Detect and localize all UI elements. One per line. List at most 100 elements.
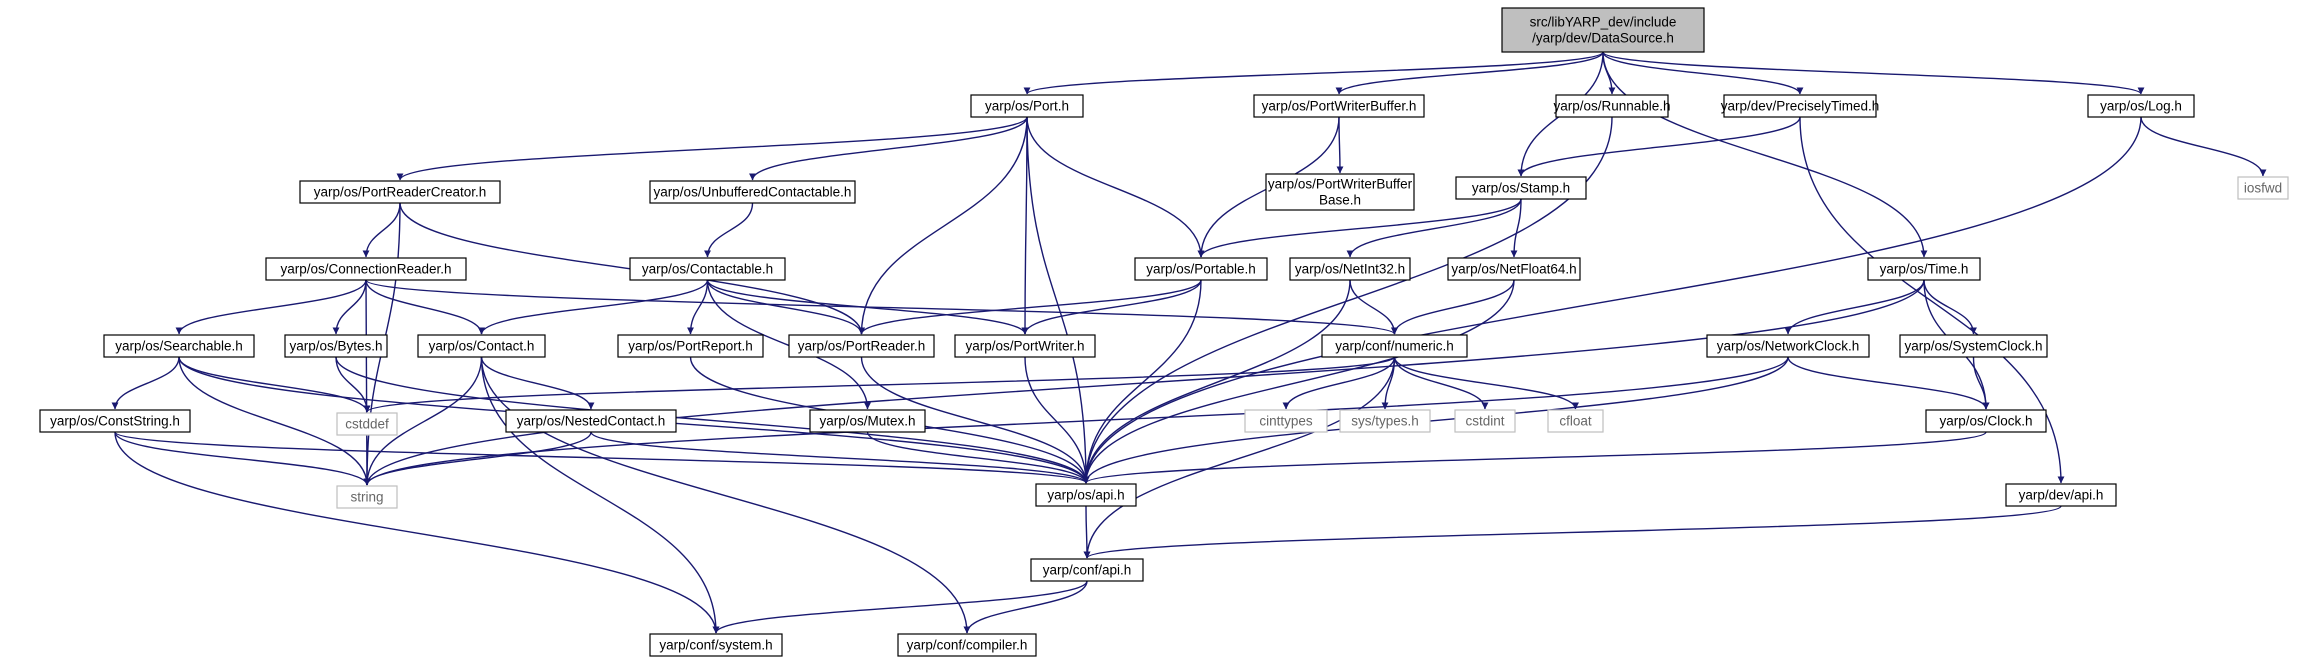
node-box-netint — [1289, 257, 1411, 281]
node-time[interactable]: yarp/os/Time.h — [1867, 257, 1981, 281]
node-box-pwb — [1253, 94, 1425, 118]
node-bytes[interactable]: yarp/os/Bytes.h — [284, 334, 388, 358]
node-label-runnable-0: yarp/os/Runnable.h — [1553, 99, 1670, 114]
edge-conststring-to-system — [114, 431, 720, 634]
node-box-portwriter — [954, 334, 1096, 358]
node-box-time — [1867, 257, 1981, 281]
edge-netclock-to-clock — [1787, 356, 1990, 410]
node-contact[interactable]: yarp/os/Contact.h — [417, 334, 546, 358]
edge-searchable-to-conststring — [111, 356, 180, 410]
node-portreader[interactable]: yarp/os/PortReader.h — [788, 334, 935, 358]
node-label-pwbb-1: Base.h — [1319, 193, 1361, 208]
edge-numeric-to-confapi — [1083, 356, 1396, 559]
edge-contactable-to-contact — [478, 279, 709, 335]
node-label-portreport-0: yarp/os/PortReport.h — [628, 339, 753, 354]
edge-port-to-prc — [396, 116, 1028, 181]
node-numeric[interactable]: yarp/conf/numeric.h — [1321, 334, 1468, 358]
edge-osapi-to-confapi — [1083, 505, 1091, 559]
node-label-netfloat-0: yarp/os/NetFloat64.h — [1451, 262, 1576, 277]
node-clock[interactable]: yarp/os/Clock.h — [1925, 409, 2047, 433]
node-root[interactable]: src/libYARP_dev/include/yarp/dev/DataSou… — [1501, 7, 1705, 53]
node-cr[interactable]: yarp/os/ConnectionReader.h — [265, 257, 467, 281]
edge-root-to-port — [1023, 51, 1604, 95]
node-netint[interactable]: yarp/os/NetInt32.h — [1289, 257, 1411, 281]
edge-contactable-to-mutex — [706, 279, 871, 410]
node-box-ptimed — [1723, 94, 1877, 118]
node-portwriter[interactable]: yarp/os/PortWriter.h — [954, 334, 1096, 358]
edge-numeric-to-cinttypes — [1282, 356, 1396, 410]
edge-searchable-to-cstddef — [178, 356, 371, 413]
node-sysclock[interactable]: yarp/os/SystemClock.h — [1899, 334, 2048, 358]
node-label-portable-0: yarp/os/Portable.h — [1146, 262, 1256, 277]
edge-port-to-portwriter — [1021, 116, 1029, 335]
edge-time-to-string — [363, 279, 1925, 486]
edge-pwb-to-pwbb — [1336, 116, 1344, 174]
node-system[interactable]: yarp/conf/system.h — [649, 633, 783, 657]
node-devapi[interactable]: yarp/dev/api.h — [2005, 483, 2117, 507]
node-portreport[interactable]: yarp/os/PortReport.h — [617, 334, 764, 358]
node-label-netint-0: yarp/os/NetInt32.h — [1295, 262, 1405, 277]
node-label-system-0: yarp/conf/system.h — [659, 638, 772, 653]
node-osapi[interactable]: yarp/os/api.h — [1035, 483, 1137, 507]
edge-netclock-to-osapi — [1082, 356, 1789, 484]
node-conststring[interactable]: yarp/os/ConstString.h — [39, 409, 191, 433]
node-box-clock — [1925, 409, 2047, 433]
edge-netfloat-to-numeric — [1391, 279, 1515, 335]
node-ptimed[interactable]: yarp/dev/PreciselyTimed.h — [1721, 94, 1880, 118]
node-box-system — [649, 633, 783, 657]
edge-numeric-to-cstddef — [363, 356, 1396, 413]
edge-root-to-pwb — [1335, 51, 1604, 95]
edge-port-to-uc — [749, 116, 1028, 181]
node-box-port — [970, 94, 1084, 118]
node-compiler[interactable]: yarp/conf/compiler.h — [897, 633, 1037, 657]
node-stamp[interactable]: yarp/os/Stamp.h — [1455, 176, 1587, 200]
node-netclock[interactable]: yarp/os/NetworkClock.h — [1706, 334, 1870, 358]
node-contactable[interactable]: yarp/os/Contactable.h — [629, 257, 786, 281]
node-box-cstddef — [336, 412, 398, 436]
edge-numeric-to-cfloat — [1393, 356, 1579, 410]
node-box-iosfwd — [2237, 176, 2289, 200]
edge-cr-to-string — [363, 279, 371, 486]
node-iosfwd: iosfwd — [2237, 176, 2289, 200]
node-confapi[interactable]: yarp/conf/api.h — [1030, 558, 1144, 582]
nodes-layer: src/libYARP_dev/include/yarp/dev/DataSou… — [39, 7, 2289, 657]
node-box-cstdint — [1454, 409, 1516, 433]
edge-contact-to-compiler — [480, 356, 971, 634]
node-label-numeric-0: yarp/conf/numeric.h — [1335, 339, 1454, 354]
node-prc[interactable]: yarp/os/PortReaderCreator.h — [299, 180, 501, 204]
node-uc[interactable]: yarp/os/UnbufferedContactable.h — [649, 180, 856, 204]
node-pwb[interactable]: yarp/os/PortWriterBuffer.h — [1253, 94, 1425, 118]
edge-time-to-sysclock — [1923, 279, 1977, 335]
node-searchable[interactable]: yarp/os/Searchable.h — [103, 334, 255, 358]
edge-port-to-portable — [1026, 116, 1205, 258]
node-label-cinttypes-0: cinttypes — [1259, 414, 1313, 429]
node-portable[interactable]: yarp/os/Portable.h — [1134, 257, 1268, 281]
node-box-sysclock — [1899, 334, 2048, 358]
node-box-root — [1501, 7, 1705, 53]
node-port[interactable]: yarp/os/Port.h — [970, 94, 1084, 118]
node-log[interactable]: yarp/os/Log.h — [2087, 94, 2195, 118]
edge-port-to-portreader — [858, 116, 1028, 335]
node-label-log-0: yarp/os/Log.h — [2100, 99, 2182, 114]
node-label-root-1: /yarp/dev/DataSource.h — [1532, 31, 1674, 46]
node-label-stamp-0: yarp/os/Stamp.h — [1472, 181, 1570, 196]
node-netfloat[interactable]: yarp/os/NetFloat64.h — [1447, 257, 1581, 281]
node-label-iosfwd-0: iosfwd — [2244, 181, 2282, 196]
node-box-contactable — [629, 257, 786, 281]
edge-sysclock-to-clock — [1972, 356, 1990, 410]
node-label-bytes-0: yarp/os/Bytes.h — [289, 339, 382, 354]
node-box-nested — [505, 409, 677, 433]
node-label-portwriter-0: yarp/os/PortWriter.h — [965, 339, 1084, 354]
node-label-mutex-0: yarp/os/Mutex.h — [819, 414, 915, 429]
node-box-portreader — [788, 334, 935, 358]
edge-netint-to-osapi — [1082, 279, 1351, 484]
node-mutex[interactable]: yarp/os/Mutex.h — [809, 409, 926, 433]
node-runnable[interactable]: yarp/os/Runnable.h — [1553, 94, 1671, 118]
edge-netfloat-to-osapi — [1082, 279, 1515, 484]
node-box-compiler — [897, 633, 1037, 657]
node-nested[interactable]: yarp/os/NestedContact.h — [505, 409, 677, 433]
edge-nested-to-string — [363, 431, 592, 486]
node-box-numeric — [1321, 334, 1468, 358]
